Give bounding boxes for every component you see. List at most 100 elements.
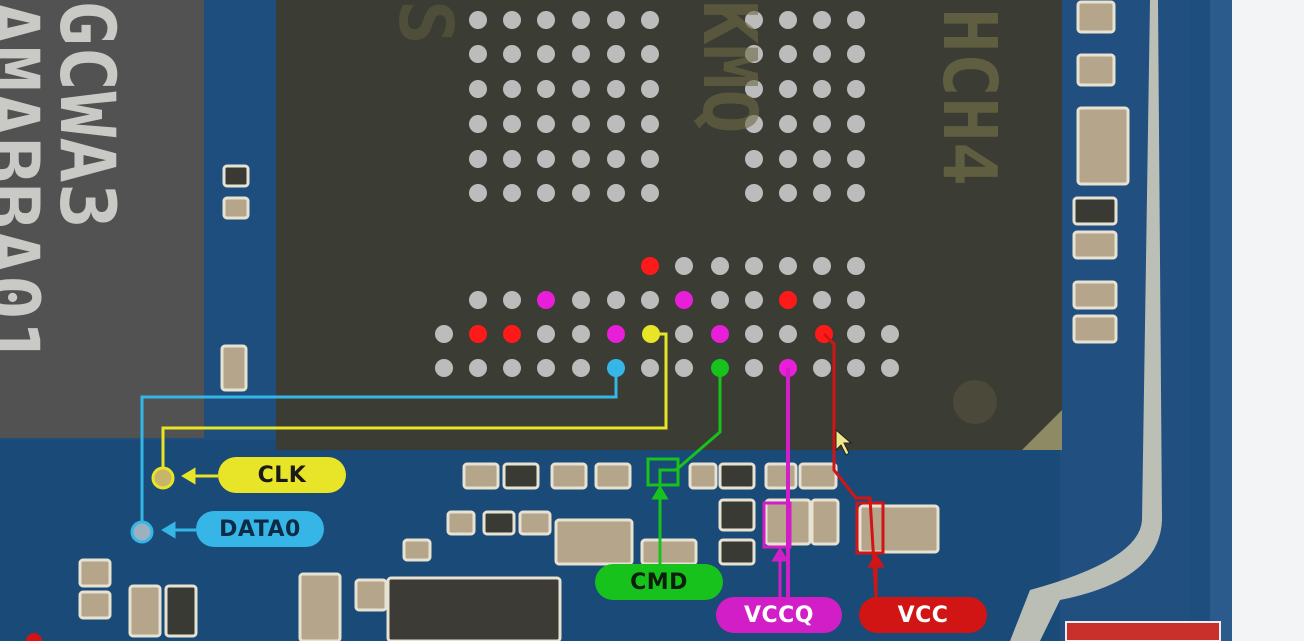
bga-ball xyxy=(813,291,831,309)
smd-component xyxy=(1072,280,1118,310)
vcc-test-point-box xyxy=(855,501,885,555)
smd-component xyxy=(402,538,432,562)
corner-dot xyxy=(26,633,42,641)
smd-component xyxy=(798,462,838,490)
emmc-chip-marking-3: S xyxy=(382,0,468,45)
smd-component xyxy=(164,584,198,638)
left-chip-marking-1: GCWA3 xyxy=(43,0,132,229)
vccq-test-point-box xyxy=(762,501,792,549)
bga-ball xyxy=(745,115,763,133)
smd-component xyxy=(1076,53,1116,87)
smd-component xyxy=(554,518,634,566)
smd-component xyxy=(518,510,552,536)
bga-ball xyxy=(745,359,763,377)
bga-ball xyxy=(537,150,555,168)
bga-ball xyxy=(503,359,521,377)
bga-ball xyxy=(641,80,659,98)
bga-ball xyxy=(847,291,865,309)
bga-ball xyxy=(641,359,659,377)
bga-ball xyxy=(641,11,659,29)
bga-ball xyxy=(847,184,865,202)
bga-ball xyxy=(779,11,797,29)
bga-ball xyxy=(779,257,797,275)
bga-ball xyxy=(847,325,865,343)
emmc-chip-fiducial xyxy=(953,380,997,424)
bga-ball xyxy=(711,291,729,309)
clk-label: CLK xyxy=(218,457,346,493)
vccq-label: VCCQ xyxy=(716,597,842,633)
bga-ball xyxy=(847,11,865,29)
left-chip xyxy=(0,0,204,438)
bga-ball xyxy=(572,325,590,343)
arrow-clk xyxy=(181,467,218,485)
data0-label: DATA0 xyxy=(196,511,324,547)
bga-ball xyxy=(847,150,865,168)
bga-ball xyxy=(711,257,729,275)
bga-ball xyxy=(745,11,763,29)
vcc-label: VCC xyxy=(859,597,987,633)
bga-ball xyxy=(503,150,521,168)
bga-ball xyxy=(572,359,590,377)
emmc-chip-marking-1: HCH4 xyxy=(926,8,1012,187)
board-edge xyxy=(1228,0,1304,641)
bga-ball xyxy=(779,150,797,168)
corner-badge xyxy=(1065,621,1221,641)
bga-ball xyxy=(745,257,763,275)
bga-ball xyxy=(675,257,693,275)
bga-ball xyxy=(641,184,659,202)
smd-component xyxy=(1076,0,1116,34)
trace-clk xyxy=(161,332,668,478)
smd-component xyxy=(298,572,342,641)
bga-ball xyxy=(641,45,659,63)
bga-ball xyxy=(469,80,487,98)
bga-ball xyxy=(572,291,590,309)
bga-ball xyxy=(537,115,555,133)
cmd-label: CMD xyxy=(595,564,723,600)
bga-ball xyxy=(745,150,763,168)
bga-ball xyxy=(572,115,590,133)
smd-component xyxy=(594,462,632,490)
trace-data0 xyxy=(140,368,618,532)
mouse-cursor xyxy=(835,428,853,456)
smd-component xyxy=(718,498,756,532)
bga-ball xyxy=(847,45,865,63)
bga-ball xyxy=(537,184,555,202)
bga-ball xyxy=(503,115,521,133)
bga-ball xyxy=(607,291,625,309)
bga-ball xyxy=(469,359,487,377)
arrow-data0 xyxy=(161,521,196,539)
arrow-cmd xyxy=(651,485,669,564)
bga-ball xyxy=(537,359,555,377)
bga-ball xyxy=(847,257,865,275)
bga-ball xyxy=(503,184,521,202)
clk-test-point xyxy=(151,466,175,490)
bga-ball-grid xyxy=(435,11,899,377)
smd-component xyxy=(78,558,112,588)
bga-ball xyxy=(813,184,831,202)
smd-component xyxy=(220,344,248,392)
bga-ball xyxy=(607,184,625,202)
bga-ball xyxy=(469,150,487,168)
bga-ball xyxy=(607,11,625,29)
bga-ball xyxy=(779,325,797,343)
bga-ball xyxy=(745,80,763,98)
arrow-vcc xyxy=(867,553,885,597)
bga-ball xyxy=(813,80,831,98)
bga-ball xyxy=(745,184,763,202)
bga-ball xyxy=(675,359,693,377)
data0-test-point xyxy=(130,520,154,544)
bga-ball xyxy=(469,45,487,63)
bga-ball xyxy=(572,150,590,168)
bga-ball-highlighted xyxy=(469,325,487,343)
smd-component xyxy=(222,196,250,220)
smd-component xyxy=(502,462,540,490)
bga-ball xyxy=(641,115,659,133)
bga-ball xyxy=(641,150,659,168)
smd-component xyxy=(78,590,112,620)
bga-ball xyxy=(503,11,521,29)
bga-ball xyxy=(503,45,521,63)
bga-ball xyxy=(435,325,453,343)
smd-component xyxy=(1076,106,1130,186)
